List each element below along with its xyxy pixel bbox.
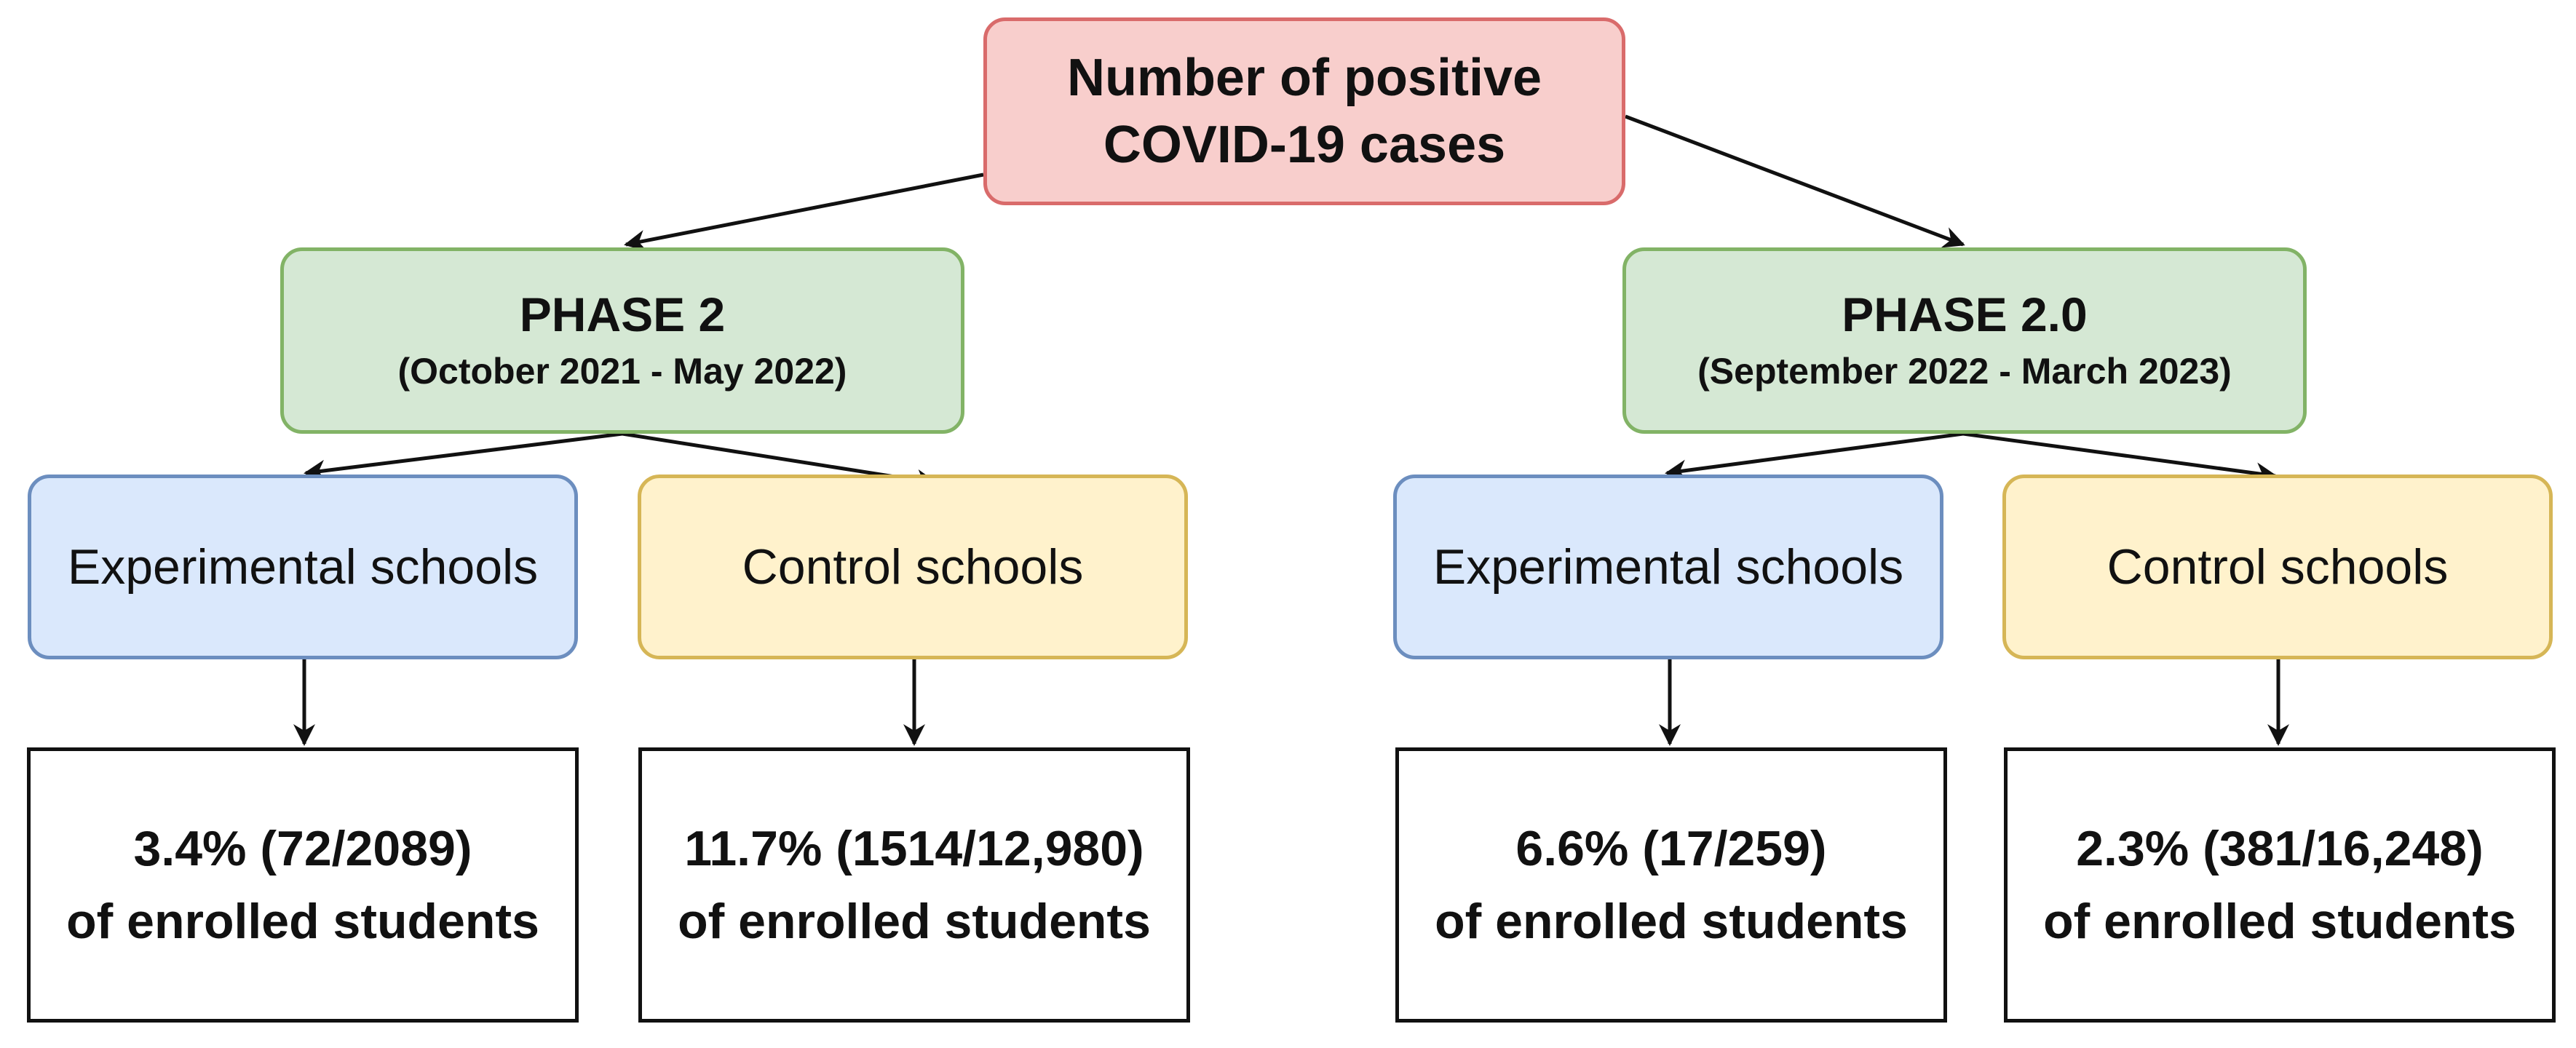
arrow-root-to-phase-2 (624, 172, 984, 252)
result-box: 11.7% (1514/12,980) of enrolled students (638, 747, 1190, 1023)
phase-period: (October 2021 - May 2022) (397, 351, 847, 392)
result-caption: of enrolled students (66, 894, 539, 949)
group-label: Experimental schools (67, 539, 539, 595)
experimental-schools-node: Experimental schools (28, 475, 578, 659)
arrow-root-to-phase-2-0 (1625, 114, 1965, 248)
phase-2-0-node: PHASE 2.0 (September 2022 - March 2023) (1622, 247, 2307, 434)
result-value: 2.3% (381/16,248) (2076, 821, 2484, 876)
control-schools-node: Control schools (2002, 475, 2553, 659)
result-box: 2.3% (381/16,248) of enrolled students (2004, 747, 2556, 1023)
phase-period: (September 2022 - March 2023) (1697, 351, 2232, 392)
group-label: Experimental schools (1432, 539, 1904, 595)
result-value: 3.4% (72/2089) (133, 821, 472, 876)
arrow-phase-2-0-to-experimental (1665, 432, 1964, 482)
result-caption: of enrolled students (2043, 894, 2516, 949)
result-caption: of enrolled students (678, 894, 1151, 949)
root-node: Number of positive COVID-19 cases (983, 17, 1625, 205)
phase-title: PHASE 2 (519, 287, 726, 341)
result-value: 6.6% (17/259) (1515, 821, 1827, 876)
group-label: Control schools (2107, 539, 2449, 595)
phase-title: PHASE 2.0 (1842, 287, 2088, 341)
phase-2-node: PHASE 2 (October 2021 - May 2022) (280, 247, 964, 434)
arrow-phase-2-to-experimental (304, 432, 623, 482)
group-label: Control schools (742, 539, 1084, 595)
arrow-phase-2-0-to-control (1962, 432, 2278, 485)
result-box: 3.4% (72/2089) of enrolled students (27, 747, 579, 1023)
control-schools-node: Control schools (638, 475, 1188, 659)
result-caption: of enrolled students (1435, 894, 1908, 949)
result-value: 11.7% (1514/12,980) (684, 821, 1144, 876)
experimental-schools-node: Experimental schools (1393, 475, 1943, 659)
result-box: 6.6% (17/259) of enrolled students (1395, 747, 1947, 1023)
root-title-line-1: Number of positive (1066, 49, 1542, 107)
root-title-line-2: COVID-19 cases (1103, 116, 1506, 174)
